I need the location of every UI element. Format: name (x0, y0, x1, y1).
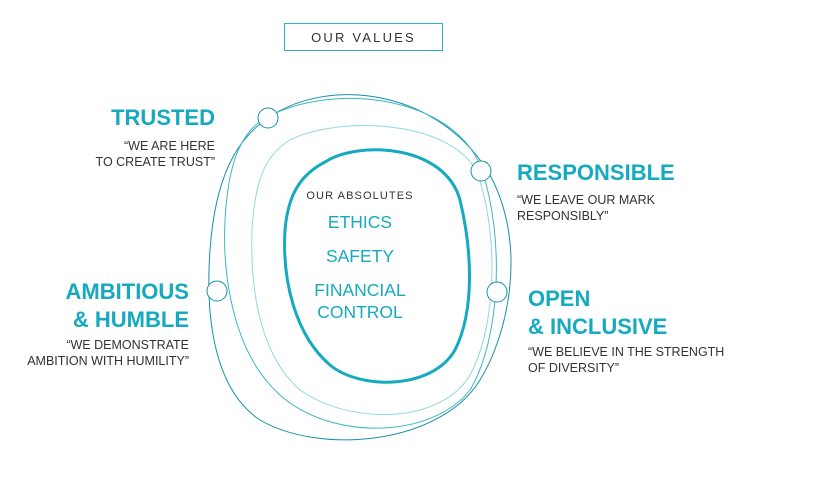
trusted-quote-line1: “WE ARE HERE (124, 139, 215, 153)
open-quote: “WE BELIEVE IN THE STRENGTH OF DIVERSITY… (528, 344, 724, 376)
ambitious-quote-line1: “WE DEMONSTRATE (66, 338, 189, 352)
ambitious-title-line2: & HUMBLE (72, 307, 189, 332)
responsible-title: RESPONSIBLE (517, 160, 675, 185)
responsible-quote: “WE LEAVE OUR MARK RESPONSIBLY” (517, 192, 655, 224)
trusted-quote: “WE ARE HERE TO CREATE TRUST” (96, 138, 215, 170)
open-title-line2: & INCLUSIVE (528, 314, 668, 339)
open-quote-line1: “WE BELIEVE IN THE STRENGTH (528, 345, 725, 359)
responsible-node (470, 160, 492, 182)
open-node (486, 281, 508, 303)
middle-ring (224, 97, 497, 429)
ambitious-node (206, 280, 228, 302)
trusted-title: TRUSTED (111, 105, 215, 130)
open-title-line1: OPEN (528, 286, 591, 311)
open-title: OPEN & INCLUSIVE (528, 285, 667, 341)
absolutes-ring (283, 148, 471, 384)
our-absolutes-block: OUR ABSOLUTES ETHICS SAFETY FINANCIAL CO… (300, 190, 420, 323)
absolute-financial: FINANCIAL (314, 280, 406, 300)
trusted-node (257, 107, 279, 129)
absolute-safety: SAFETY (325, 246, 395, 266)
absolutes-title: OUR ABSOLUTES (306, 190, 414, 202)
responsible-quote-line2: RESPONSIBLY” (517, 209, 609, 223)
absolute-control: CONTROL (317, 302, 403, 322)
absolute-ethics: ETHICS (327, 212, 393, 232)
outer-ring (208, 94, 512, 441)
open-quote-line2: OF DIVERSITY” (528, 361, 619, 375)
ambitious-title: AMBITIOUS & HUMBLE (66, 278, 189, 334)
ambitious-quote: “WE DEMONSTRATE AMBITION WITH HUMILITY” (27, 337, 189, 369)
responsible-quote-line1: “WE LEAVE OUR MARK (517, 193, 655, 207)
our-values-header: OUR VALUES (284, 23, 443, 51)
ambitious-quote-line2: AMBITION WITH HUMILITY” (27, 354, 189, 368)
ambitious-title-line1: AMBITIOUS (65, 279, 189, 304)
trusted-quote-line2: TO CREATE TRUST” (95, 155, 215, 169)
inner-light-ring (251, 125, 493, 416)
